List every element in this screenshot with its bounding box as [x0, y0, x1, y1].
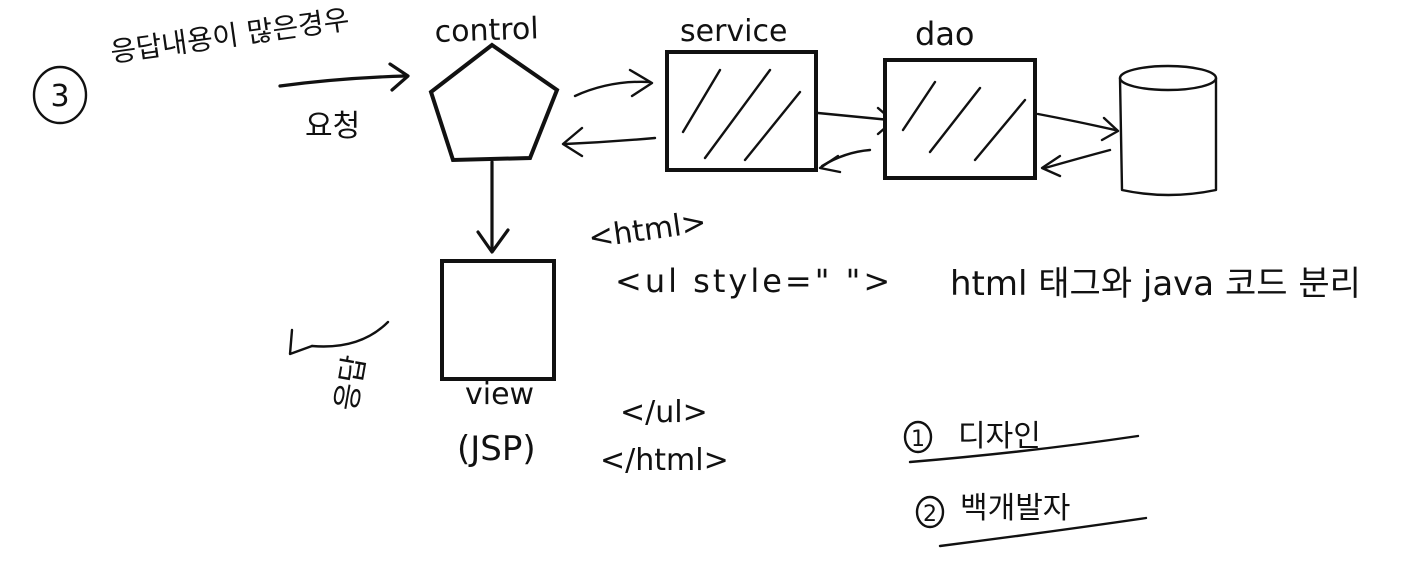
dao-to-db-arrow [1036, 112, 1120, 142]
section-marker-number: 3 [50, 79, 69, 114]
service-node [665, 50, 818, 172]
code-ul-open: <ul style=" "> [615, 262, 893, 300]
role-number: 1 [911, 427, 925, 452]
separation-note: html 태그와 java 코드 분리 [950, 264, 1361, 304]
dao-node [883, 58, 1037, 180]
dao-to-service-arrow [818, 148, 872, 174]
role-label: 디자인 [958, 419, 1041, 454]
code-ul-close: </ul> [620, 395, 708, 430]
code-html-open: <html> [586, 205, 708, 256]
service-label: service [680, 14, 787, 49]
view-sub-label: (JSP) [457, 429, 536, 469]
role-item-design: 1 디자인 [903, 419, 1140, 464]
control-to-service-arrow [573, 68, 654, 98]
db-to-dao-arrow [1040, 148, 1112, 178]
response-label: 응답 [329, 353, 373, 413]
service-to-dao-arrow [816, 106, 895, 136]
control-node [428, 42, 560, 163]
section-marker: 3 [32, 65, 88, 125]
section-title: 응답내용이 많은경우 [108, 3, 351, 69]
view-node [440, 259, 556, 381]
service-to-control-arrow [561, 126, 657, 158]
request-label: 요청 [305, 109, 360, 144]
response-arrow [288, 320, 390, 356]
service-hatch [681, 68, 802, 162]
control-to-view-arrow [476, 160, 510, 254]
role-label: 백개발자 [960, 491, 1070, 526]
code-html-close: </html> [600, 443, 729, 478]
database-icon [1118, 64, 1218, 197]
dao-hatch [901, 80, 1027, 162]
role-number: 2 [923, 502, 937, 527]
request-arrow [278, 62, 410, 92]
view-label: view [465, 377, 534, 412]
control-label: control [434, 11, 539, 50]
dao-label: dao [915, 15, 975, 53]
role-item-backend-developer: 2 백개발자 [915, 491, 1148, 548]
